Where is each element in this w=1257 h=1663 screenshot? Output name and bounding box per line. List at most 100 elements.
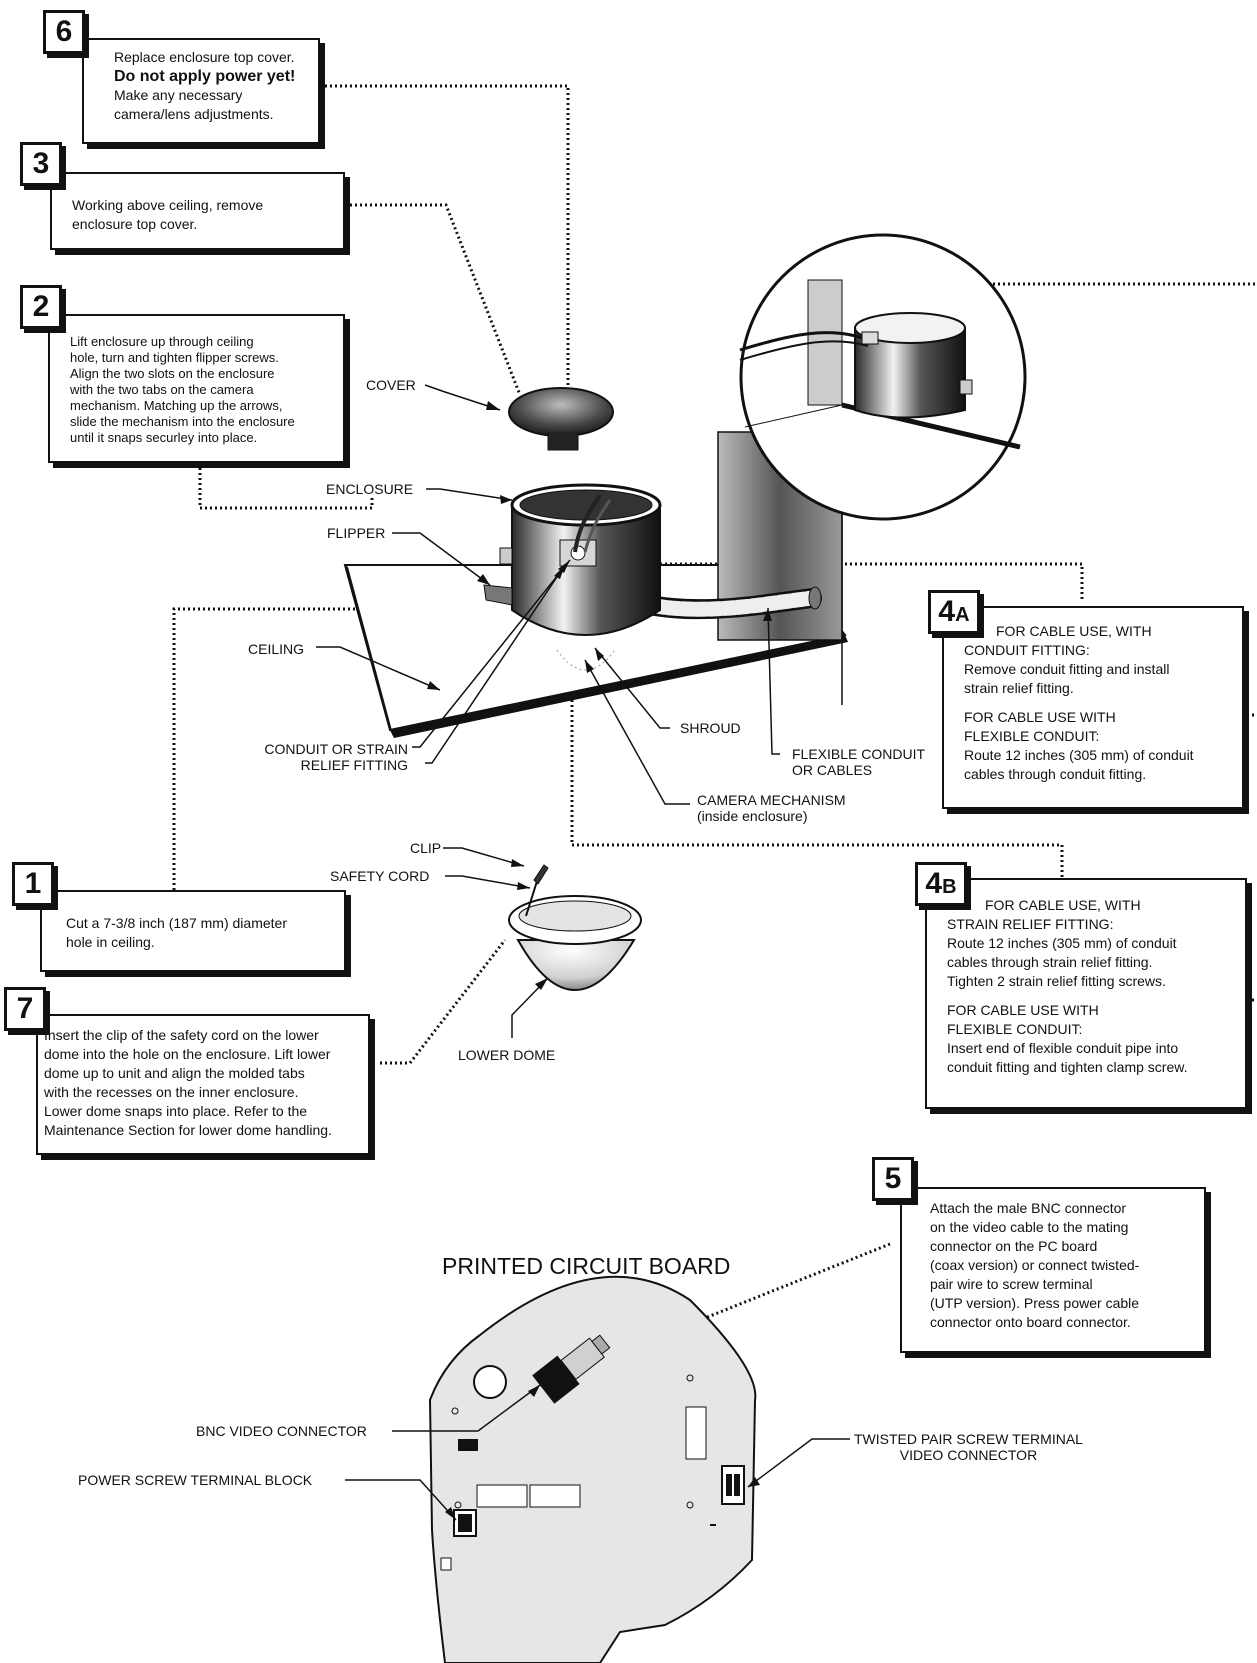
step-2-line: with the two tabs on the camera xyxy=(70,382,254,397)
step-2-line: hole, turn and tighten flipper screws. xyxy=(70,350,279,365)
step-7-number: 7 xyxy=(4,987,46,1031)
label-twisted-pair-terminal: TWISTED PAIR SCREW TERMINAL VIDEO CONNEC… xyxy=(854,1431,1083,1463)
step-5-line: connector onto board connector. xyxy=(930,1314,1131,1330)
label-power-screw-terminal: POWER SCREW TERMINAL BLOCK xyxy=(78,1472,313,1488)
pcb-title: PRINTED CIRCUIT BOARD xyxy=(442,1253,731,1279)
step-2-number: 2 xyxy=(20,285,62,329)
lower-dome-illustration xyxy=(508,864,642,991)
step-4a-line: FOR CABLE USE WITH xyxy=(964,709,1116,725)
label-leaders xyxy=(316,384,850,1521)
step-4b-line: Route 12 inches (305 mm) of conduit xyxy=(947,935,1177,951)
step-5-number: 5 xyxy=(872,1157,914,1201)
step-3-number: 3 xyxy=(20,142,62,186)
label-camera-mechanism-line: CAMERA MECHANISM xyxy=(697,792,846,808)
step-4b-number-sub: B xyxy=(942,876,957,898)
connector-step4a xyxy=(650,562,1084,600)
step-7-line: Insert the clip of the safety cord on th… xyxy=(44,1027,319,1043)
step-3-box: Working above ceiling, remove enclosure … xyxy=(50,172,345,250)
step-3-line: Working above ceiling, remove xyxy=(72,197,264,213)
step-5-line: connector on the PC board xyxy=(930,1238,1098,1254)
dotted-connectors xyxy=(172,84,1257,1362)
step-5-line: on the video cable to the mating xyxy=(930,1219,1129,1235)
step-2-line: Lift enclosure up through ceiling xyxy=(70,334,254,349)
step-7-line: with the recesses on the inner enclosure… xyxy=(44,1084,299,1100)
connector-step1 xyxy=(172,607,478,890)
label-safety-cord: SAFETY CORD xyxy=(330,868,430,884)
step-5-line: Attach the male BNC connector xyxy=(930,1200,1127,1216)
label-flexible-conduit-line: FLEXIBLE CONDUIT xyxy=(792,746,926,762)
connector-step6 xyxy=(320,84,570,400)
label-shroud: SHROUD xyxy=(680,720,741,736)
step-4a-number-main: 4 xyxy=(938,595,956,628)
inset-detail xyxy=(739,233,1027,521)
step-4b-line: FLEXIBLE CONDUIT: xyxy=(947,1021,1083,1037)
step-4a-line: FOR CABLE USE, WITH xyxy=(996,623,1152,639)
step-2-line: until it snaps securley into place. xyxy=(70,430,258,445)
step-4a-number: 4A xyxy=(928,590,980,634)
step-2-box: Lift enclosure up through ceiling hole, … xyxy=(48,314,345,463)
step-7-line: Maintenance Section for lower dome handl… xyxy=(44,1122,332,1138)
step-6-line: camera/lens adjustments. xyxy=(114,106,274,122)
step-5-line: pair wire to screw terminal xyxy=(930,1276,1093,1292)
pcb-illustration xyxy=(428,1275,757,1663)
step-2-line: mechanism. Matching up the arrows, xyxy=(70,398,283,413)
step-2-line: Align the two slots on the enclosure xyxy=(70,366,275,381)
step-4a-line: strain relief fitting. xyxy=(964,680,1074,696)
step-1-line: Cut a 7-3/8 inch (187 mm) diameter xyxy=(66,915,287,931)
label-clip: CLIP xyxy=(410,840,442,856)
step-4a-box: FOR CABLE USE, WITH CONDUIT FITTING: Rem… xyxy=(942,606,1244,809)
step-7-line: dome into the hole on the enclosure. Lif… xyxy=(44,1046,331,1062)
step-4b-line: conduit fitting and tighten clamp screw. xyxy=(947,1059,1188,1075)
step-4a-number-sub: A xyxy=(955,604,970,626)
step-4b-number-main: 4 xyxy=(925,867,943,900)
step-4b-line: FOR CABLE USE WITH xyxy=(947,1002,1099,1018)
label-conduit-strain: CONDUIT OR STRAIN RELIEF FITTING xyxy=(246,741,408,773)
step-7-line: dome up to unit and align the molded tab… xyxy=(44,1065,305,1081)
step-6-warning: Do not apply power yet! xyxy=(114,68,296,85)
label-flexible-conduit-line: OR CABLES xyxy=(792,762,873,778)
step-4b-box: FOR CABLE USE, WITH STRAIN RELIEF FITTIN… xyxy=(925,878,1247,1109)
step-4a-line: Route 12 inches (305 mm) of conduit xyxy=(964,747,1194,763)
step-6-number: 6 xyxy=(43,10,85,54)
step-5-box: Attach the male BNC connector on the vid… xyxy=(900,1187,1206,1353)
step-1-line: hole in ceiling. xyxy=(66,934,155,950)
connector-step3 xyxy=(345,203,522,396)
spacer xyxy=(947,991,1235,1001)
step-7-box: Insert the clip of the safety cord on th… xyxy=(36,1014,370,1155)
step-4b-line: cables through strain relief fitting. xyxy=(947,954,1153,970)
connector-step4b xyxy=(570,600,1064,878)
label-twisted-pair-line: VIDEO CONNECTOR xyxy=(899,1447,1038,1463)
label-camera-mechanism: CAMERA MECHANISM (inside enclosure) xyxy=(697,792,846,824)
label-conduit-strain-line: RELIEF FITTING xyxy=(300,757,408,773)
label-flipper: FLIPPER xyxy=(327,525,386,541)
step-4b-line: FOR CABLE USE, WITH xyxy=(985,897,1141,913)
step-2-line: slide the mechanism into the enclosure xyxy=(70,414,295,429)
step-5-line: (coax version) or connect twisted- xyxy=(930,1257,1140,1273)
step-3-line: enclosure top cover. xyxy=(72,216,198,232)
step-4b-line: STRAIN RELIEF FITTING: xyxy=(947,916,1114,932)
cover-illustration xyxy=(508,387,614,451)
step-4b-number: 4B xyxy=(915,862,967,906)
connector-step7 xyxy=(380,939,507,1065)
step-5-line: (UTP version). Press power cable xyxy=(930,1295,1140,1311)
step-4b-line: Tighten 2 strain relief fitting screws. xyxy=(947,973,1166,989)
label-lower-dome: LOWER DOME xyxy=(458,1047,556,1063)
label-flexible-conduit: FLEXIBLE CONDUIT OR CABLES xyxy=(792,746,925,778)
spacer xyxy=(964,698,1232,708)
step-4a-line: Remove conduit fitting and install xyxy=(964,661,1170,677)
label-camera-mechanism-line: (inside enclosure) xyxy=(697,808,808,824)
step-7-line: Lower dome snaps into place. Refer to th… xyxy=(44,1103,308,1119)
step-6-line: Replace enclosure top cover. xyxy=(114,49,295,65)
step-4a-line: cables through conduit fitting. xyxy=(964,766,1147,782)
step-4b-line: Insert end of flexible conduit pipe into xyxy=(947,1040,1179,1056)
label-conduit-strain-line: CONDUIT OR STRAIN xyxy=(264,741,408,757)
step-4a-line: FLEXIBLE CONDUIT: xyxy=(964,728,1100,744)
label-twisted-pair-line: TWISTED PAIR SCREW TERMINAL xyxy=(854,1431,1083,1447)
label-arrowheads xyxy=(427,401,772,1520)
label-ceiling: CEILING xyxy=(248,641,305,657)
label-enclosure: ENCLOSURE xyxy=(326,481,414,497)
label-cover: COVER xyxy=(366,377,416,393)
step-6-box: Replace enclosure top cover. Do not appl… xyxy=(82,38,320,144)
